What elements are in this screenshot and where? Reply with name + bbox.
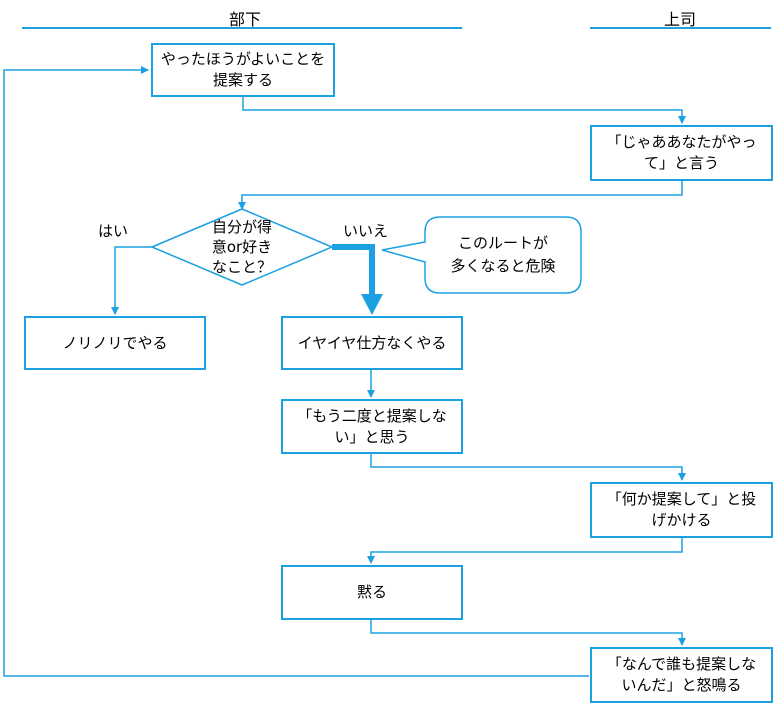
connector-decision-yes <box>111 246 152 315</box>
callout-warning: このルートが 多くなると危険 <box>450 234 556 275</box>
callout-bubble <box>381 216 582 294</box>
decision-diamond <box>150 208 334 286</box>
node-happily-do: ノリノリでやる <box>24 316 206 370</box>
node-stay-silent: 黙る <box>281 565 463 620</box>
connector-silent-to-angry <box>370 619 686 646</box>
lane-divider-subordinate <box>22 27 462 29</box>
connector-never-to-ask <box>370 453 686 481</box>
node-boss-yells: 「なんで誰も提案しな いんだ」と怒鳴る <box>590 647 773 703</box>
node-reluctantly-do: イヤイヤ仕方なくやる <box>281 316 463 370</box>
node-boss-says-do-it: 「じゃああなたがやっ て」と言う <box>590 125 773 181</box>
node-never-propose-again: 「もう二度と提案しな い」と思う <box>281 399 463 454</box>
connector-angry-loop-back <box>3 66 589 677</box>
branch-label-yes: はい <box>98 222 129 240</box>
lane-title-subordinate: 部下 <box>228 10 261 29</box>
lane-divider-boss <box>590 27 771 29</box>
connector-boss-to-decision <box>238 181 683 210</box>
lane-title-boss: 上司 <box>663 10 696 29</box>
connector-propose-to-boss <box>242 96 686 124</box>
branch-label-no: いいえ <box>343 222 389 240</box>
connector-ask-to-silent <box>367 538 683 564</box>
connector-decision-no-arrowhead <box>361 294 383 315</box>
node-decision-label: 自分が得 意or好き なこと？ <box>211 218 273 276</box>
node-propose: やったほうがよいことを 提案する <box>151 43 335 97</box>
node-boss-asks-for-proposals: 「何か提案して」と投 げかける <box>590 482 773 538</box>
connector-decision-no-emphasized <box>332 244 375 296</box>
